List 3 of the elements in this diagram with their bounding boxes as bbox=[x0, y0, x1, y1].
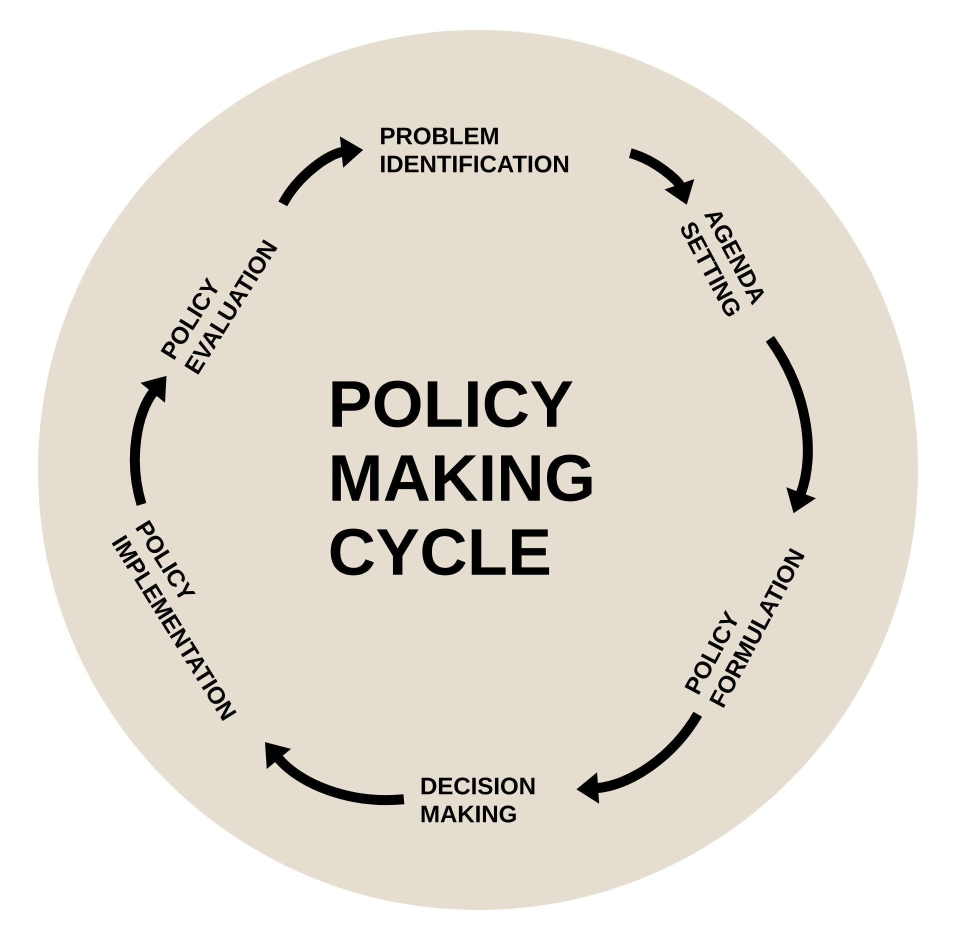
stage-label: PROBLEM IDENTIFICATION bbox=[381, 128, 568, 172]
stage-label: DECISION MAKING bbox=[422, 778, 534, 822]
title: POLICY MAKING CYCLE bbox=[330, 380, 592, 576]
